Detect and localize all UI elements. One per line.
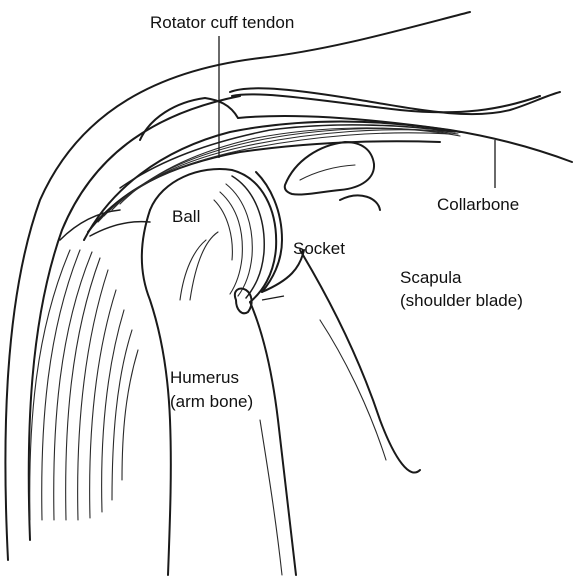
scapula (300, 195, 420, 472)
label-scapula: Scapula (400, 268, 462, 287)
label-collarbone: Collarbone (437, 195, 519, 214)
label-leaders (219, 36, 495, 300)
leader-socket (262, 296, 284, 300)
labels: Rotator cuff tendon Ball Socket Collarbo… (150, 13, 523, 411)
label-rotator-cuff: Rotator cuff tendon (150, 13, 294, 32)
acromion (140, 88, 560, 140)
label-scapula-note: (shoulder blade) (400, 291, 523, 310)
label-humerus: Humerus (170, 368, 239, 387)
deltoid-muscle (30, 210, 150, 520)
label-socket: Socket (293, 239, 345, 258)
label-ball: Ball (172, 207, 200, 226)
coracoid-process (285, 142, 374, 195)
label-humerus-note: (arm bone) (170, 392, 253, 411)
